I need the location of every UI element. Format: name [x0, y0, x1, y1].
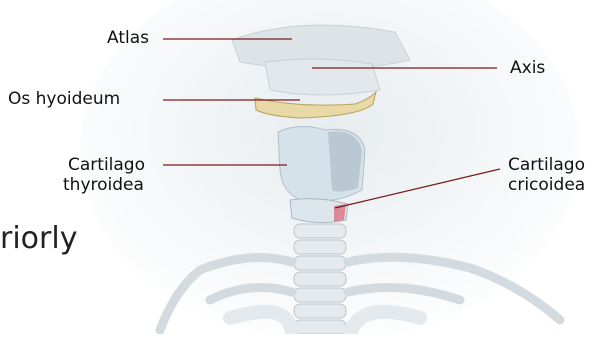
axis-shape — [265, 59, 380, 95]
thyroid-cartilage-side — [328, 131, 362, 191]
label-cartilago-thyroidea-line2: thyroidea — [63, 175, 144, 196]
label-os-hyoideum: Os hyoideum — [8, 89, 120, 110]
label-axis: Axis — [510, 58, 545, 79]
label-cartilago-cricoidea-line1: Cartilago — [508, 155, 585, 176]
overlay-text-fragment: riorly — [0, 222, 77, 256]
trachea — [294, 224, 346, 334]
label-cartilago-thyroidea-line1: Cartilago — [68, 155, 145, 176]
label-cartilago-cricoidea-line2: cricoidea — [508, 175, 585, 196]
label-atlas: Atlas — [107, 28, 149, 49]
